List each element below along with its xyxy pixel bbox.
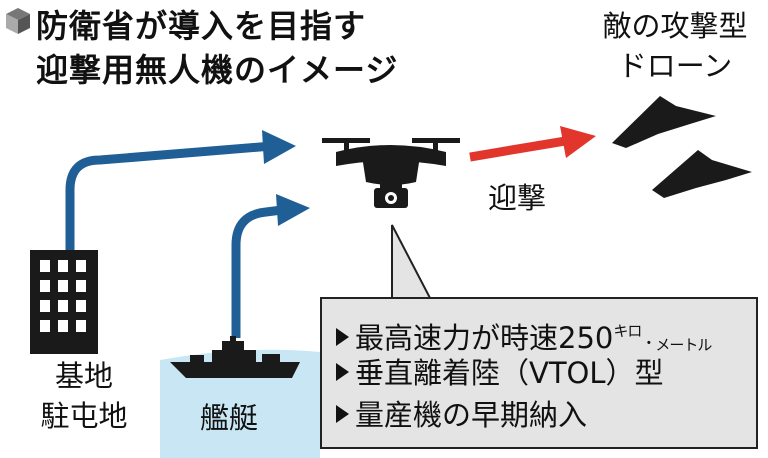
red-arrowhead bbox=[560, 126, 596, 158]
enemy-label-line-1: 敵の攻撃型 bbox=[602, 9, 748, 43]
callout-pointer bbox=[391, 224, 432, 299]
blue-arrowhead-1 bbox=[262, 130, 296, 164]
enemy-label-line-2: ドローン bbox=[617, 49, 733, 83]
base-label-line-1: 基地 bbox=[54, 359, 113, 393]
blue-arrowhead-2 bbox=[276, 194, 310, 226]
attack-drone-icon bbox=[652, 150, 752, 198]
title-line-2: 迎撃用無人機のイメージ bbox=[36, 51, 399, 89]
blue-arrow-base-to-drone bbox=[65, 141, 273, 250]
attack-drone-icon bbox=[612, 96, 716, 148]
feature-speed-unit-km: キロ bbox=[613, 322, 642, 340]
base-label-line-2: 駐屯地 bbox=[40, 399, 128, 433]
drone-icon bbox=[322, 138, 460, 208]
feature-speed-text: 最高速力が時速250 bbox=[355, 321, 614, 355]
building-icon bbox=[30, 250, 98, 354]
features-box: 最高速力が時速250キロ・メートル 垂直離着陸（VTOL）型 量産機の早期納入 bbox=[320, 297, 758, 449]
feature-item-speed: 最高速力が時速250キロ・メートル bbox=[336, 313, 712, 363]
base-label: 基地 駐屯地 bbox=[24, 356, 144, 436]
feature-item-delivery: 量産機の早期納入 bbox=[336, 397, 587, 433]
feature-speed-unit-m: メートル bbox=[655, 336, 712, 354]
feature-delivery-text: 量産機の早期納入 bbox=[355, 398, 588, 432]
red-intercept-arrow bbox=[469, 136, 566, 162]
ship-label: 艦艇 bbox=[200, 401, 259, 435]
warship-icon bbox=[170, 336, 300, 378]
enemy-drone-label: 敵の攻撃型 ドローン bbox=[590, 6, 760, 86]
bullet-triangle-icon bbox=[336, 405, 349, 423]
blue-arrow-ship-to-drone bbox=[231, 205, 283, 338]
bullet-triangle-icon bbox=[336, 328, 349, 346]
title-line-1: 防衛省が導入を目指す bbox=[36, 7, 367, 45]
feature-item-vtol: 垂直離着陸（VTOL）型 bbox=[336, 355, 664, 391]
bullet-triangle-icon bbox=[336, 363, 349, 381]
feature-vtol-text: 垂直離着陸（VTOL）型 bbox=[355, 356, 664, 390]
cube-icon bbox=[6, 8, 30, 34]
diagram-title: 防衛省が導入を目指す 迎撃用無人機のイメージ bbox=[6, 4, 398, 92]
intercept-label: 迎撃 bbox=[488, 181, 547, 215]
